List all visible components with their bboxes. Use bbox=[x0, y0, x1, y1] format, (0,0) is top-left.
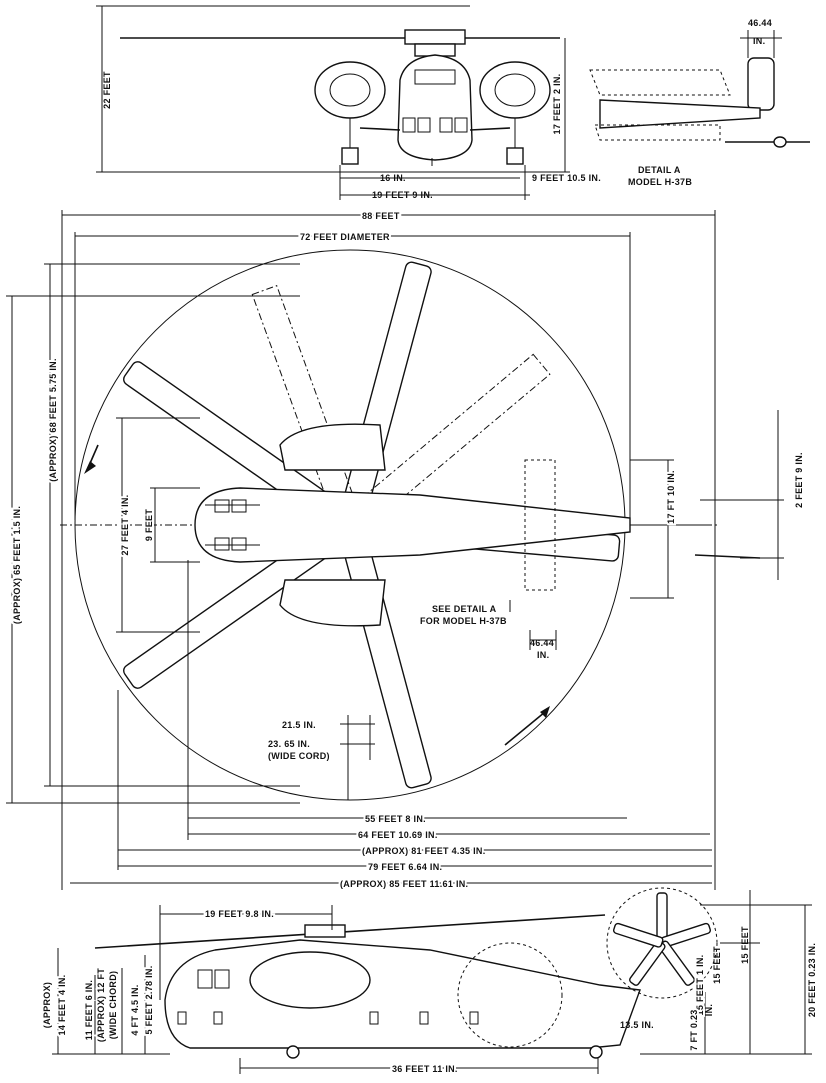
detail-a-view: 46.44 IN. DETAIL A MODEL H-37B bbox=[589, 18, 810, 187]
blade-chord-23-label: 23. 65 IN. bbox=[268, 739, 310, 749]
detail-a-title: DETAIL A bbox=[638, 165, 681, 175]
tail-15ft-c-label: 15 FEET bbox=[712, 946, 722, 984]
side-approx-label: (APPROX) bbox=[42, 982, 52, 1028]
rotor-offset-label: 19 FEET 9.8 IN. bbox=[205, 909, 274, 919]
detail-a-subtitle: MODEL H-37B bbox=[628, 177, 692, 187]
engine-pod-side bbox=[249, 951, 371, 1009]
see-detail-a-line2: FOR MODEL H-37B bbox=[420, 616, 507, 626]
overall-length-label: 88 FEET bbox=[362, 211, 400, 221]
front-tread-label: 9 FEET 10.5 IN. bbox=[532, 173, 601, 183]
tail-span-label: 17 FT 10 IN. bbox=[666, 470, 676, 524]
side-12ft-label: (APPROX) 12 FT bbox=[96, 968, 106, 1042]
blade-chord-21-label: 21.5 IN. bbox=[282, 720, 316, 730]
rotor-diameter-label: 72 FEET DIAMETER bbox=[300, 232, 390, 242]
side-wide-chord-label: (WIDE CHORD) bbox=[108, 971, 118, 1040]
front-height-total-label: 22 FEET bbox=[102, 71, 112, 109]
dim-85-label: (APPROX) 85 FEET 11.61 IN. bbox=[340, 879, 468, 889]
tail-15ft-b-label: 15 FEET 1 IN. bbox=[695, 955, 705, 1016]
top-detail-dim-label: 46.44 bbox=[530, 638, 554, 648]
fuselage-side bbox=[164, 939, 641, 1049]
top-detail-dim-unit: IN. bbox=[537, 650, 549, 660]
front-view: 22 FEET 17 FEET 2 IN. 16 IN. 9 FEET 10.5… bbox=[96, 5, 601, 200]
blade-chord-note: (WIDE CORD) bbox=[268, 751, 330, 761]
front-width-inner-label: 16 IN. bbox=[380, 173, 406, 183]
side-4ft-label: 4 FT 4.5 IN. bbox=[130, 984, 140, 1035]
cabin-width-label: 9 FEET bbox=[144, 509, 154, 542]
front-height-rotor-label: 17 FEET 2 IN. bbox=[552, 74, 562, 135]
side-view: 19 FEET 9.8 IN. (APPROX) 14 FEET 4 IN. 1… bbox=[42, 887, 819, 1076]
side-5ft-label: 5 FEET 2.78 IN. bbox=[144, 965, 154, 1034]
tail-20ft-label: 20 FEET 0.23 IN. bbox=[807, 943, 817, 1017]
dim-approx-65-label: (APPROX) 65 FEET 1.5 IN. bbox=[12, 506, 22, 624]
tail-7ft-label: 7 FT 0.23 bbox=[689, 1009, 699, 1050]
dim-79-label: 79 FEET 6.64 IN. bbox=[368, 862, 442, 872]
tail-7ft-unit: IN. bbox=[704, 1004, 714, 1016]
tail-13in-label: 13.5 IN. bbox=[620, 1020, 654, 1030]
fuselage-width-label: 27 FEET 4 IN. bbox=[120, 495, 130, 556]
dim-81-label: (APPROX) 81 FEET 4.35 IN. bbox=[362, 846, 486, 856]
top-view: 88 FEET 72 FEET DIAMETER (APPROX) 65 FEE… bbox=[6, 209, 804, 891]
tail-offset-label: 2 FEET 9 IN. bbox=[794, 452, 804, 508]
detail-a-dim-label: 46.44 bbox=[748, 18, 772, 28]
dim-55-label: 55 FEET 8 IN. bbox=[365, 814, 426, 824]
tail-15ft-a-label: 15 FEET bbox=[740, 926, 750, 964]
side-14ft-label: 14 FEET 4 IN. bbox=[57, 975, 67, 1036]
detail-a-dim-unit: IN. bbox=[753, 36, 765, 46]
wheelbase-label: 36 FEET 11 IN. bbox=[392, 1064, 458, 1074]
see-detail-a-line1: SEE DETAIL A bbox=[432, 604, 497, 614]
dim-64-label: 64 FEET 10.69 IN. bbox=[358, 830, 438, 840]
dim-approx-68-label: (APPROX) 68 FEET 5.75 IN. bbox=[48, 358, 58, 482]
front-width-outer-label: 19 FEET 9 IN. bbox=[372, 190, 433, 200]
side-11ft-label: 11 FEET 6 IN. bbox=[84, 980, 94, 1040]
